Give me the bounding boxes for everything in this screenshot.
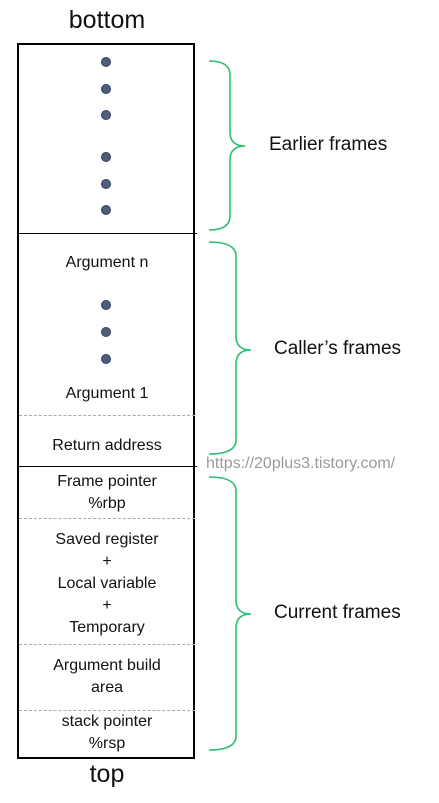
caller-frames-label: Caller’s frames (274, 338, 402, 359)
ellipsis-dot (101, 179, 111, 189)
stack-pointer-cell: stack pointer %rsp (19, 711, 195, 755)
watermark-url: https://20plus3.tistory.com/ (206, 455, 396, 472)
current-frames-label: Current frames (274, 602, 401, 623)
saved-register-cell: Saved register + Local variable + Tempor… (19, 529, 195, 639)
cell-divider (19, 415, 195, 416)
frame-divider (17, 466, 197, 467)
earlier-brace (208, 60, 246, 231)
local-variable-line: Local variable (57, 575, 157, 592)
ellipsis-dot (101, 205, 111, 215)
cell-divider (19, 710, 195, 711)
ellipsis-dot (101, 354, 111, 364)
plus-line: + (102, 597, 112, 614)
ellipsis-dot (101, 327, 111, 337)
frame-pointer-line2: %rbp (88, 495, 126, 512)
stack-pointer-line1: stack pointer (61, 713, 153, 730)
temporary-line: Temporary (69, 619, 145, 636)
saved-register-line: Saved register (55, 531, 159, 548)
cell-divider (19, 518, 195, 519)
argument-build-cell: Argument build area (19, 655, 195, 699)
ellipsis-dot (101, 57, 111, 67)
ellipsis-dot (101, 300, 111, 310)
return-address-cell: Return address (52, 437, 162, 454)
ellipsis-dot (101, 110, 111, 120)
ellipsis-dot (101, 152, 111, 162)
frame-pointer-line1: Frame pointer (57, 473, 157, 490)
stack-pointer-line2: %rsp (88, 735, 126, 752)
frame-pointer-cell: Frame pointer %rbp (19, 471, 195, 515)
braces (208, 60, 252, 751)
top-label: top (89, 760, 125, 788)
argument-build-line1: Argument build (53, 657, 161, 674)
frame-divider (17, 233, 197, 234)
plus-line: + (102, 553, 112, 570)
argument-n-cell: Argument n (65, 254, 149, 271)
caller-brace (208, 241, 252, 455)
bottom-label: bottom (68, 6, 146, 34)
stack-box (17, 43, 195, 759)
argument-1-cell: Argument 1 (65, 385, 149, 402)
cell-divider (19, 644, 195, 645)
argument-build-line2: area (90, 679, 124, 696)
current-brace (208, 476, 252, 751)
earlier-frames-label: Earlier frames (269, 134, 388, 155)
ellipsis-dot (101, 84, 111, 94)
